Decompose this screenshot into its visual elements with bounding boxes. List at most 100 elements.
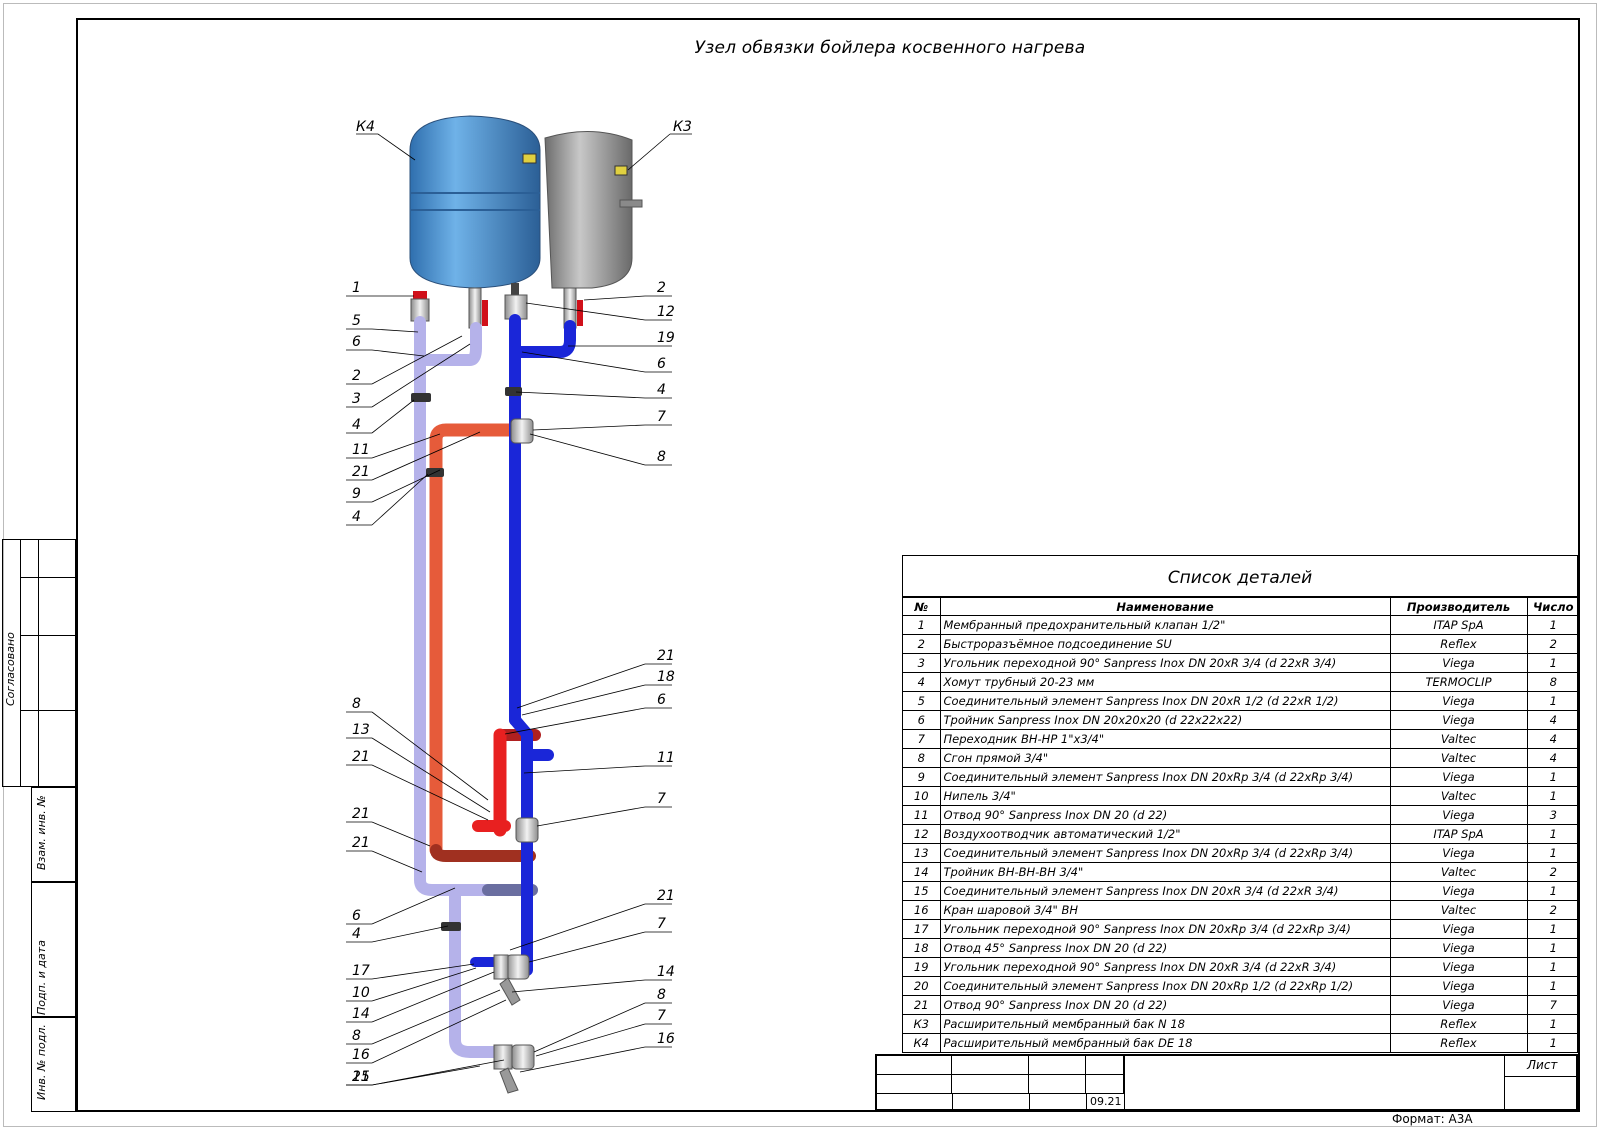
part-manufacturer: ITAP SpA <box>1389 615 1528 635</box>
callout-left-21: 21 <box>346 431 481 481</box>
svg-text:19: 19 <box>657 330 675 346</box>
callout-right-8: 8 <box>529 433 672 466</box>
title-block-cell <box>877 1075 952 1094</box>
title-block-date: 09.21 <box>1090 1095 1122 1108</box>
part-name: Быстроразъёмное подсоединение SU <box>939 634 1391 654</box>
title-block-cell <box>1086 1075 1124 1094</box>
part-manufacturer: Viega <box>1389 805 1528 825</box>
svg-text:4: 4 <box>657 382 666 398</box>
part-name: Соединительный элемент Sanpress Inox DN … <box>939 881 1391 901</box>
part-name: Соединительный элемент Sanpress Inox DN … <box>939 691 1391 711</box>
callout-left-1: 1 <box>346 280 414 297</box>
col-header-manufacturer: Производитель <box>1389 597 1528 616</box>
callout-right-19: 19 <box>568 330 675 347</box>
part-manufacturer: Viega <box>1389 976 1528 996</box>
adapter-fittings <box>493 418 539 1094</box>
part-quantity: 8 <box>1526 672 1579 692</box>
part-quantity: 1 <box>1526 824 1579 844</box>
svg-text:2: 2 <box>657 280 666 296</box>
part-quantity: 1 <box>1526 881 1579 901</box>
assembly-diagram: К4 К3 1562341121948132121216417101481621… <box>346 115 692 1094</box>
svg-text:9: 9 <box>352 486 361 502</box>
callout-right-21: 21 <box>516 648 675 709</box>
part-quantity: 2 <box>1526 900 1579 920</box>
col-header-number: № <box>903 597 941 616</box>
callout-left-15: 15 <box>346 1065 481 1086</box>
part-name: Соединительный элемент Sanpress Inox DN … <box>939 976 1391 996</box>
part-name: Воздухоотводчик автоматический 1/2" <box>939 824 1391 844</box>
part-manufacturer: Viega <box>1389 919 1528 939</box>
svg-text:16: 16 <box>657 1031 675 1047</box>
part-manufacturer: Reflex <box>1389 634 1528 654</box>
part-manufacturer: Valtec <box>1389 748 1528 768</box>
part-name: Отвод 45° Sanpress Inox DN 20 (d 22) <box>939 938 1391 958</box>
title-block-cell <box>1086 1056 1124 1075</box>
callout-left-8: 8 <box>346 989 501 1045</box>
part-name: Соединительный элемент Sanpress Inox DN … <box>939 767 1391 787</box>
callout-left-4: 4 <box>346 473 429 526</box>
title-block-col-line <box>952 1094 953 1111</box>
callout-right-7: 7 <box>532 409 672 431</box>
pipe-clamps <box>411 387 522 931</box>
part-name: Отвод 90° Sanpress Inox DN 20 (d 22) <box>939 995 1391 1015</box>
tank-k4 <box>409 115 541 289</box>
callout-left-11: 11 <box>346 433 441 459</box>
svg-text:4: 4 <box>352 509 361 525</box>
part-number: 19 <box>903 957 941 977</box>
svg-text:5: 5 <box>352 313 361 329</box>
callout-left-17: 17 <box>346 963 475 980</box>
part-manufacturer: Viega <box>1389 995 1528 1015</box>
side-stamp-line <box>20 710 76 711</box>
callout-left-13: 13 <box>346 722 491 813</box>
svg-text:14: 14 <box>657 964 675 980</box>
callout-right-21: 21 <box>509 888 675 951</box>
svg-text:21: 21 <box>352 1069 370 1085</box>
part-name: Мембранный предохранительный клапан 1/2" <box>939 615 1391 635</box>
part-manufacturer: Valtec <box>1389 786 1528 806</box>
tank-label-k3: К3 <box>627 119 692 171</box>
part-name: Угольник переходной 90° Sanpress Inox DN… <box>939 919 1391 939</box>
svg-text:4: 4 <box>352 926 361 942</box>
callout-right-2: 2 <box>583 280 672 301</box>
part-quantity: 1 <box>1526 957 1579 977</box>
sheet-label: Лист <box>1527 1058 1558 1072</box>
callout-left-4: 4 <box>346 925 449 943</box>
callout-left-16: 16 <box>346 999 507 1064</box>
side-stamp-line <box>20 635 76 636</box>
part-quantity: 4 <box>1526 710 1579 730</box>
svg-text:16: 16 <box>352 1047 370 1063</box>
part-quantity: 1 <box>1526 653 1579 673</box>
part-quantity: 1 <box>1526 1014 1579 1034</box>
title-block-cell <box>1029 1075 1086 1094</box>
svg-text:7: 7 <box>657 791 666 807</box>
part-number: 9 <box>903 767 941 787</box>
callout-right-8: 8 <box>533 987 672 1053</box>
callout-right-7: 7 <box>528 916 672 963</box>
part-name: Тройник Sanpress Inox DN 20x20x20 (d 22x… <box>939 710 1391 730</box>
part-number: 5 <box>903 691 941 711</box>
callout-left-10: 10 <box>346 967 477 1002</box>
title-block-col-line <box>1124 1056 1125 1111</box>
part-quantity: 1 <box>1526 1033 1579 1052</box>
part-number: 12 <box>903 824 941 844</box>
title-block-cell <box>1029 1056 1086 1075</box>
part-quantity: 1 <box>1526 786 1579 806</box>
parts-header-row: № Наименование Производитель Число <box>903 597 1579 616</box>
svg-text:11: 11 <box>657 750 675 766</box>
svg-text:21: 21 <box>352 749 370 765</box>
svg-text:6: 6 <box>352 334 361 350</box>
part-number: 20 <box>903 976 941 996</box>
title-block: 09.21 Лист <box>875 1054 1579 1111</box>
callout-left-6: 6 <box>346 334 425 357</box>
